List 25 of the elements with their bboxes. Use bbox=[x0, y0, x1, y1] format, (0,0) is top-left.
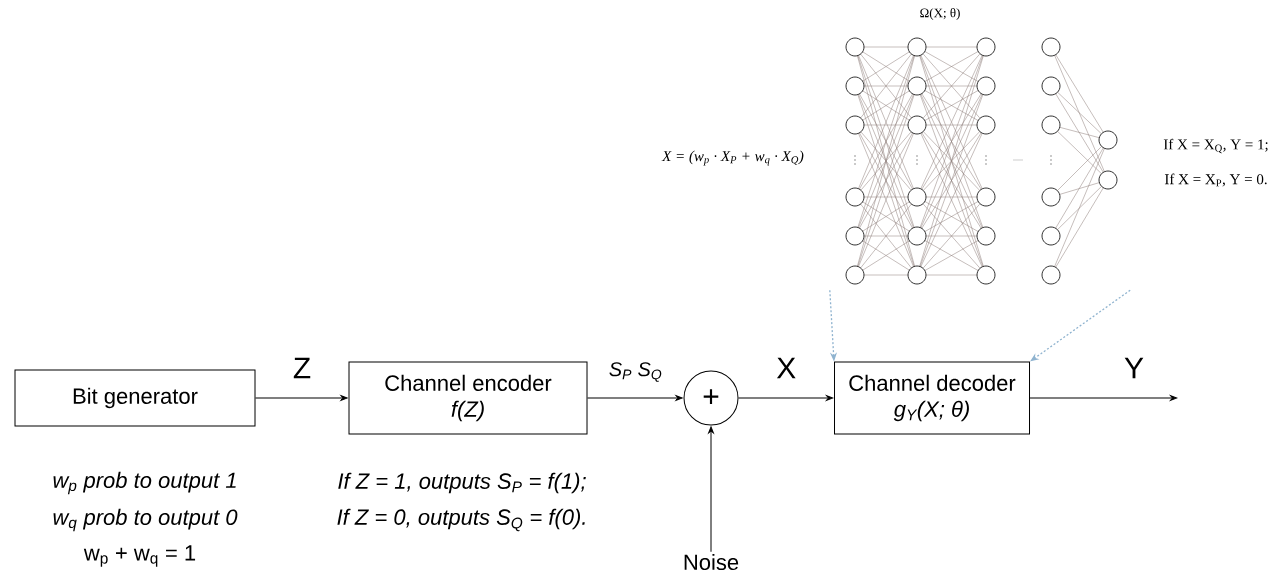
input-formula: X = (w$_{p}$ · X$_{P}$ + w$_{q}$ · X$_{Q}$) bbox=[661, 150, 804, 166]
neural-network-drawing bbox=[845, 37, 1118, 285]
arrow bbox=[587, 395, 683, 401]
probability-sum: w$_{p}$ + w$_{q}$ = 1 bbox=[83, 545, 196, 567]
arrow bbox=[255, 395, 348, 401]
probability-note: w$_{q}$ prob to output 0 bbox=[53, 508, 238, 532]
encoder-rule: If Z = 1, outputs S$_{P}$ = f(1); bbox=[338, 472, 586, 494]
arrow bbox=[738, 395, 834, 401]
output-rule: If X = X$_{P}$, Y = 0. bbox=[1164, 173, 1267, 187]
process-box: Channel decoder g$_{Y}$(X; θ) bbox=[834, 361, 1030, 435]
process-box: Bit generator bbox=[14, 369, 256, 427]
edge-label: X bbox=[776, 357, 796, 379]
process-box: Channel encoder f(Z) bbox=[348, 361, 588, 435]
dashed-arrow bbox=[1030, 289, 1131, 362]
arrow bbox=[708, 426, 714, 553]
layer-formula: Ω(X; θ) bbox=[920, 8, 960, 20]
noise-source-label: Noise bbox=[684, 553, 739, 571]
output-rule: If X = X$_{Q}$, Y = 1; bbox=[1163, 138, 1268, 154]
edge-label: S$_{P}$ S$_{Q}$ bbox=[609, 362, 662, 382]
summing-junction: + bbox=[683, 370, 739, 426]
encoder-rule: If Z = 0, outputs S$_{Q}$ = f(0). bbox=[337, 508, 585, 532]
edge-label: Y bbox=[1124, 357, 1144, 379]
arrow bbox=[1029, 395, 1178, 401]
probability-note: w$_{p}$ prob to output 1 bbox=[53, 471, 236, 495]
edge-label: Z bbox=[293, 357, 311, 379]
